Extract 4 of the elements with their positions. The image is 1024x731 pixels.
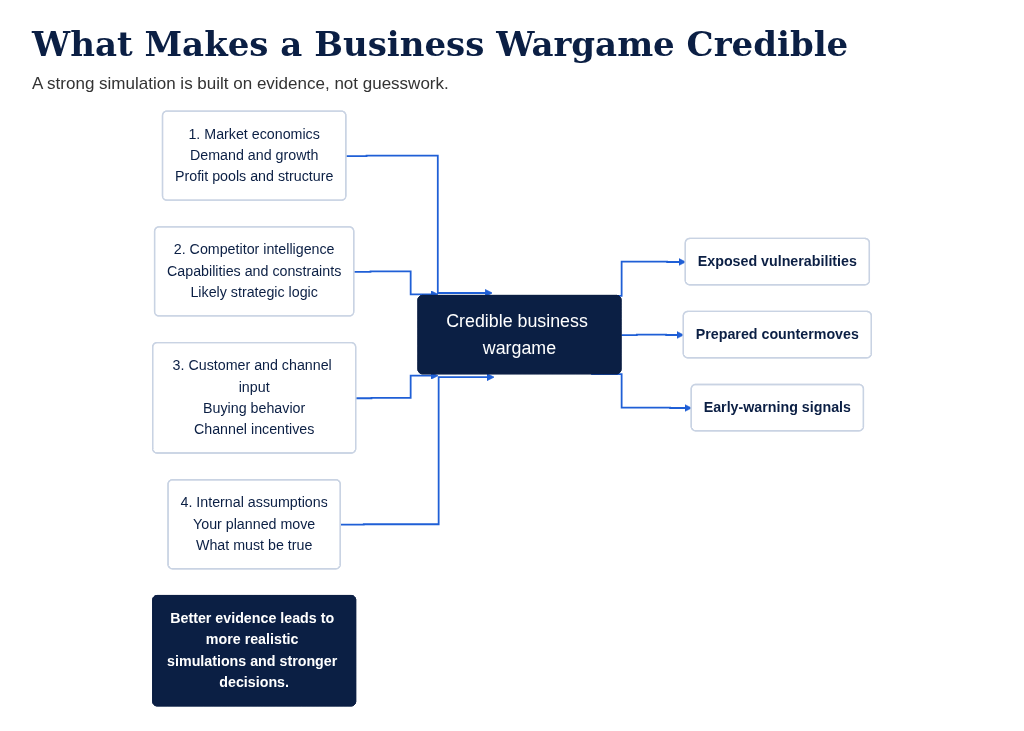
- arrow: [345, 154, 493, 297]
- subtitle: A strong simulation is built on evidence, not guesswork.: [32, 74, 450, 94]
- arrow: [355, 371, 439, 400]
- title: What Makes a Business Wargame Credible: [32, 24, 849, 64]
